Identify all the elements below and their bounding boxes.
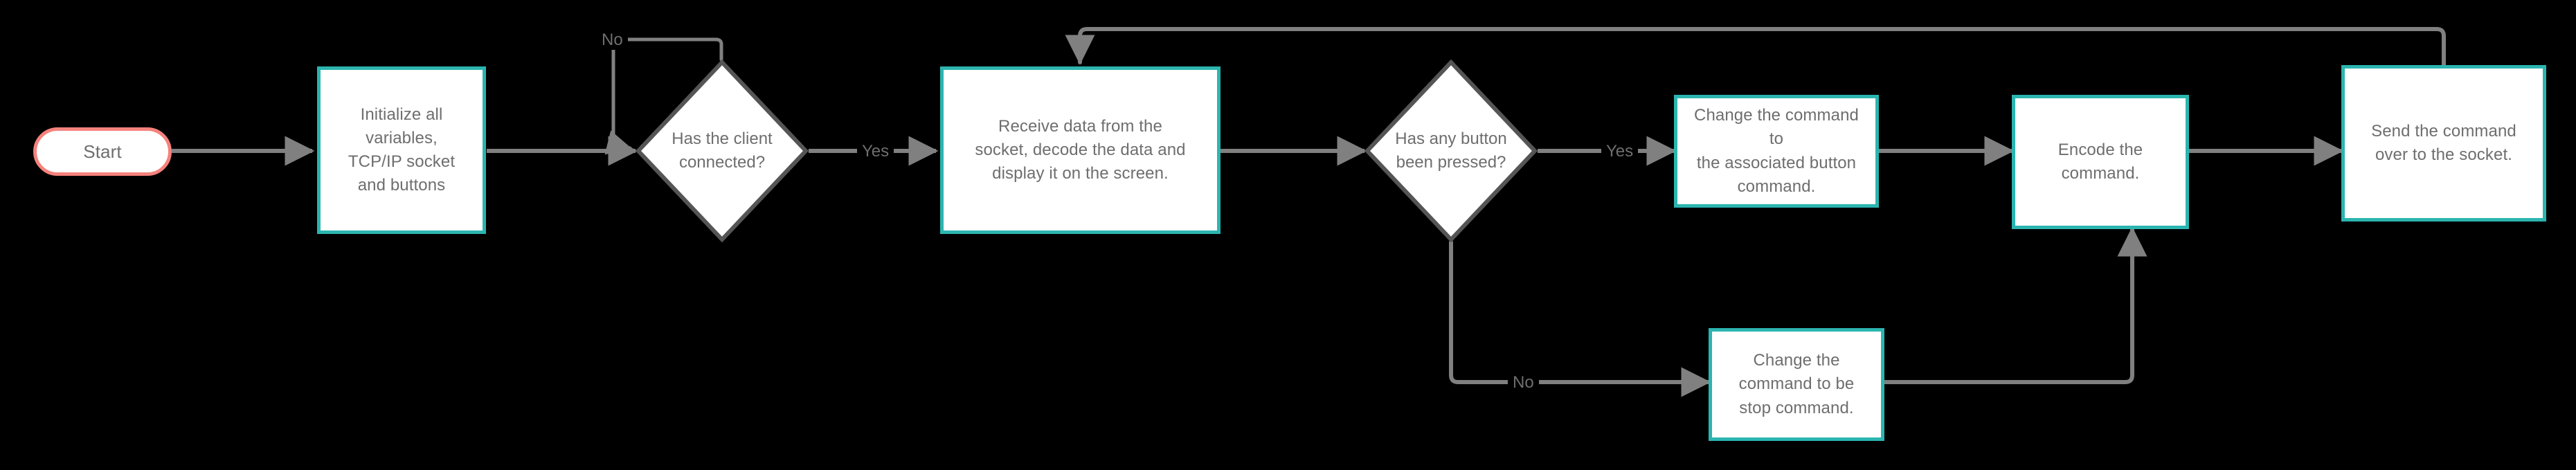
node-button-pressed[interactable]: Has any button been pressed? [1364,60,1538,242]
edge-label-button-no: No [1508,373,1539,392]
edge-label-client-yes: Yes [857,142,894,161]
diamond-shape-client [636,60,809,242]
edge-button-no-to-stop-command [1449,240,1711,397]
node-encode-command-label: Encode the command. [2057,140,2143,183]
edge-stop-command-to-encode [1882,226,2147,384]
edge-label-client-no: No [597,30,628,50]
edge-send-to-receive-feedback [1065,27,2446,67]
node-client-connected[interactable]: Has the client connected? [636,60,809,242]
node-send-command-label: Send the command over to the socket. [2371,121,2516,164]
node-change-command-stop-label: Change the command to be stop command. [1738,351,1855,417]
node-receive-data-label: Receive data from the socket, decode the… [975,116,1186,183]
diamond-shape-button [1364,60,1538,242]
edge-label-button-yes: Yes [1601,142,1639,161]
node-start[interactable]: Start [33,127,172,176]
node-receive-data[interactable]: Receive data from the socket, decode the… [940,66,1221,234]
node-init-label: Initialize all variables, TCP/IP socket … [348,105,456,195]
node-change-command-stop[interactable]: Change the command to be stop command. [1709,328,1884,441]
node-change-command-button[interactable]: Change the command to the associated but… [1674,95,1879,208]
node-encode-command[interactable]: Encode the command. [2012,95,2189,229]
node-change-command-button-label: Change the command to the associated but… [1694,106,1859,196]
node-init[interactable]: Initialize all variables, TCP/IP socket … [317,66,486,234]
node-send-command[interactable]: Send the command over to the socket. [2341,65,2546,222]
node-start-label: Start [83,141,122,162]
